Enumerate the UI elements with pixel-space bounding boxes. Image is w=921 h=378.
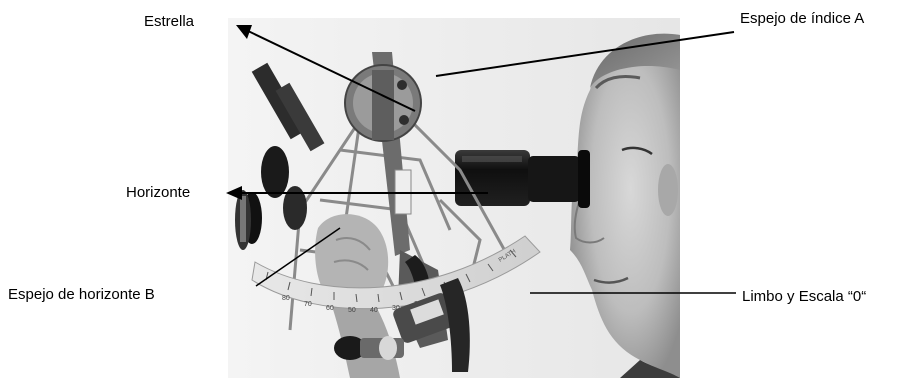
label-limbo-escala: Limbo y Escala “0“: [742, 288, 866, 306]
scale-number: 70: [304, 301, 312, 308]
scale-number: 50: [348, 307, 356, 314]
label-estrella: Estrella: [144, 13, 194, 31]
scale-number: 40: [370, 307, 378, 314]
label-horizonte: Horizonte: [126, 184, 190, 202]
label-espejo-horizonte-b: Espejo de horizonte B: [8, 286, 155, 304]
scale-number: 80: [282, 295, 290, 302]
label-espejo-indice-a: Espejo de índice A: [740, 10, 864, 28]
scale-number: 60: [326, 305, 334, 312]
index-mirror-a: [345, 65, 421, 141]
horizon-mirror-b: [235, 190, 251, 250]
